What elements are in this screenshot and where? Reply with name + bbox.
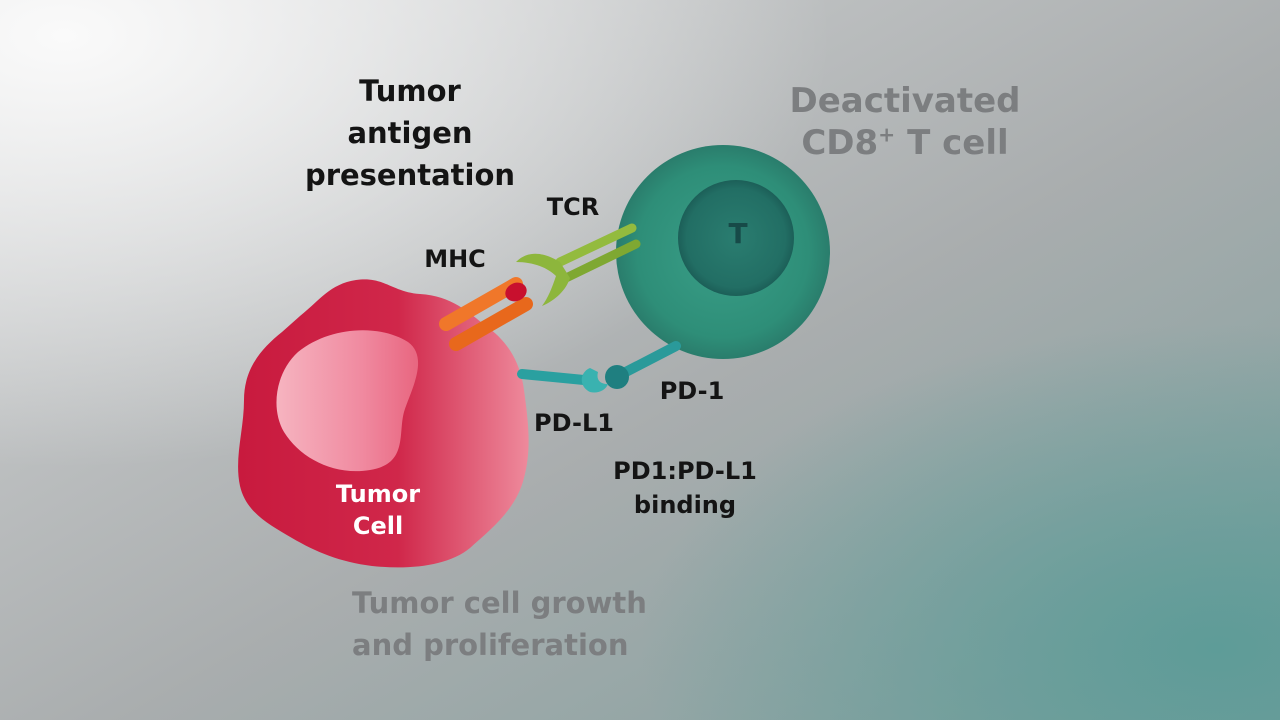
tumor-antigen-presentation-label: Tumor antigen presentation (300, 70, 520, 196)
growth-label-line-2: and proliferation (352, 628, 629, 662)
t-cell-nucleus-label: T (728, 217, 748, 250)
pd1-pdl1-binding-label: PD1:PD-L1 binding (595, 454, 775, 522)
tumor-antigen (505, 282, 527, 302)
mhc-molecule (439, 277, 533, 351)
binding-label-line-1: PD1:PD-L1 (613, 457, 757, 485)
mhc-label: MHC (424, 245, 486, 273)
deactivated-t-cell-label: Deactivated CD8+ T cell (770, 80, 1040, 164)
tumor-growth-label: Tumor cell growth and proliferation (352, 582, 682, 666)
t-cell-text: T cell (895, 123, 1009, 163)
t-cell (616, 145, 830, 359)
antigen-label-line-2: antigen (347, 116, 473, 150)
antigen-label-line-1: Tumor (359, 74, 461, 108)
cd8-plus-superscript: + (878, 122, 896, 147)
cd8-text: CD8 (801, 123, 879, 163)
pdl1-ligand (517, 368, 608, 393)
pd1-label: PD-1 (659, 377, 725, 405)
tumor-cell (238, 279, 529, 568)
t-cell-nucleus (678, 180, 794, 296)
binding-label-line-2: binding (633, 491, 737, 519)
tcr-label: TCR (546, 193, 600, 221)
tumor-cell-label-line-1: Tumor (335, 480, 421, 508)
antigen-label-line-3: presentation (304, 158, 516, 192)
pd1-receptor (605, 341, 681, 389)
tcr-receptor (516, 223, 641, 306)
tumor-nucleus (276, 330, 419, 472)
growth-label-line-1: Tumor cell growth (352, 586, 647, 620)
tumor-cell-label-line-2: Cell (352, 512, 404, 540)
tumor-cell-label: Tumor Cell (318, 478, 438, 542)
deactivated-label-line-1: Deactivated (789, 81, 1021, 121)
deactivated-label-line-2: CD8+ T cell (770, 122, 1040, 164)
pdl1-label: PD-L1 (534, 409, 614, 437)
